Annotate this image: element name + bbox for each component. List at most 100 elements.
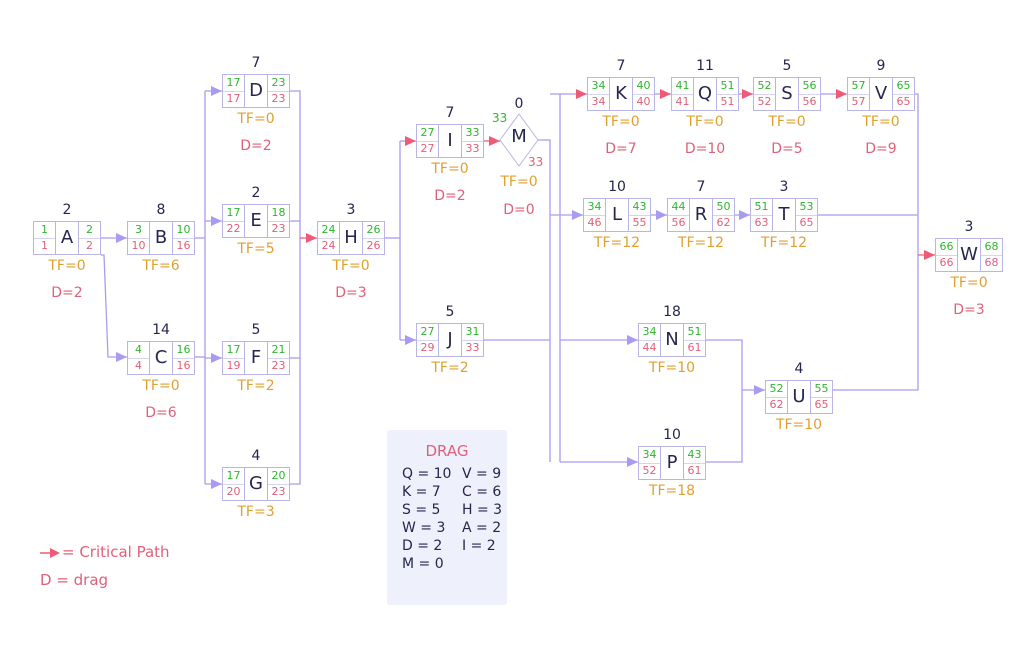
late-finish: 16 bbox=[172, 358, 194, 374]
early-finish: 43 bbox=[628, 199, 650, 216]
early-start: 52 bbox=[766, 381, 788, 398]
early-finish: 51 bbox=[683, 324, 705, 341]
drag-value: D=6 bbox=[145, 405, 177, 421]
early-start: 34 bbox=[639, 447, 661, 464]
early-start: 57 bbox=[848, 78, 870, 95]
arrowhead bbox=[627, 335, 638, 345]
arrowhead bbox=[627, 457, 638, 467]
arrowhead bbox=[572, 210, 583, 220]
activity-duration: 5 bbox=[782, 58, 792, 74]
activity-duration: 4 bbox=[251, 448, 261, 464]
late-start: 44 bbox=[639, 340, 661, 356]
early-finish: 20 bbox=[267, 468, 289, 485]
early-start: 34 bbox=[588, 78, 610, 95]
legend-item: K = 7 bbox=[402, 484, 441, 500]
activity-label: K bbox=[615, 83, 627, 104]
late-start: 22 bbox=[223, 221, 245, 237]
activity-duration: 9 bbox=[876, 58, 886, 74]
arrowhead bbox=[211, 353, 222, 363]
late-start: 63 bbox=[751, 215, 773, 231]
total-float: TF=0 bbox=[686, 114, 724, 130]
legend-item: H = 3 bbox=[462, 502, 503, 518]
drag-legend-title: DRAG bbox=[425, 442, 469, 460]
late-start: 1 bbox=[34, 238, 56, 254]
total-float: TF=18 bbox=[648, 483, 696, 499]
arrowhead bbox=[754, 385, 765, 395]
early-start: 3 bbox=[128, 222, 150, 239]
edge bbox=[833, 93, 919, 391]
early-start: 17 bbox=[223, 468, 245, 485]
activity-duration: 10 bbox=[663, 427, 681, 443]
activity-label: F bbox=[250, 347, 262, 368]
activity-duration: 3 bbox=[964, 219, 974, 235]
early-start: 44 bbox=[668, 199, 690, 216]
activity-label: I bbox=[447, 130, 453, 151]
early-finish: 18 bbox=[267, 205, 289, 222]
arrowhead bbox=[836, 89, 847, 99]
edge bbox=[550, 93, 561, 462]
early-finish: 21 bbox=[267, 342, 289, 359]
arrowhead bbox=[739, 210, 750, 220]
total-float: TF=10 bbox=[775, 417, 823, 433]
activity-duration: 7 bbox=[696, 179, 706, 195]
edge bbox=[538, 139, 551, 462]
activity-label: D bbox=[249, 80, 263, 101]
late-start: 46 bbox=[584, 215, 606, 231]
late-finish: 56 bbox=[798, 94, 820, 110]
early-start: 24 bbox=[318, 222, 340, 239]
activity-duration: 3 bbox=[779, 179, 789, 195]
early-start: 52 bbox=[754, 78, 776, 95]
total-float: TF=5 bbox=[237, 241, 275, 257]
late-finish: 40 bbox=[632, 94, 654, 110]
edge bbox=[290, 90, 301, 485]
activity-duration: 3 bbox=[346, 202, 356, 218]
early-finish: 40 bbox=[632, 78, 654, 95]
arrowhead bbox=[660, 89, 671, 99]
early-finish: 68 bbox=[980, 239, 1002, 256]
early-start: 34 bbox=[584, 199, 606, 216]
total-float: TF=0 bbox=[142, 378, 180, 394]
late-start: 24 bbox=[318, 238, 340, 254]
late-finish: 55 bbox=[628, 215, 650, 231]
early-start: 1 bbox=[34, 222, 56, 239]
activity-label: G bbox=[249, 473, 263, 494]
drag-value: D=3 bbox=[953, 302, 985, 318]
drag-value: D=7 bbox=[605, 141, 637, 157]
late-start: 17 bbox=[223, 91, 245, 107]
activity-duration: 7 bbox=[251, 55, 261, 71]
arrowhead bbox=[742, 89, 753, 99]
legend-item: M = 0 bbox=[402, 556, 444, 572]
activity-duration: 18 bbox=[663, 304, 681, 320]
milestone-diamond-m[interactable] bbox=[499, 113, 539, 167]
activity-label: H bbox=[344, 227, 358, 248]
late-finish: 26 bbox=[362, 238, 384, 254]
early-start: 34 bbox=[639, 324, 661, 341]
total-float: TF=12 bbox=[760, 235, 808, 251]
total-float: TF=0 bbox=[431, 161, 469, 177]
milestone-late: 33 bbox=[528, 155, 544, 169]
activity-duration: 11 bbox=[696, 58, 714, 74]
total-float: TF=0 bbox=[768, 114, 806, 130]
early-start: 41 bbox=[672, 78, 694, 95]
